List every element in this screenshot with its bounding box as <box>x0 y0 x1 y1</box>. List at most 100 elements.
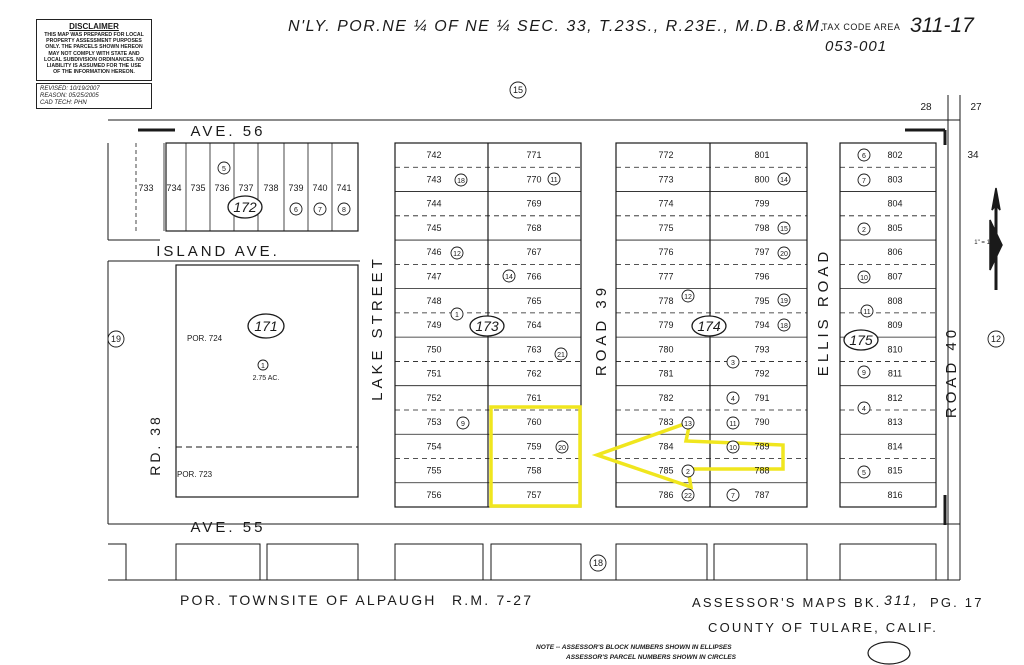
street-rd-38: RD. 38 <box>147 414 163 476</box>
parcel-number: 2 <box>862 227 866 234</box>
lot-number: 789 <box>754 441 769 451</box>
block-175-grid <box>839 142 937 508</box>
parcel-number: 19 <box>780 298 788 305</box>
lot-number: 755 <box>426 466 441 476</box>
lot-number: 775 <box>658 223 673 233</box>
block-173-ellipse <box>469 315 505 337</box>
block-number: 18 <box>593 558 603 568</box>
parcel-number-circle <box>257 359 269 371</box>
map-title: N'LY. POR.NE ¼ OF NE ¼ SEC. 33, T.23S., … <box>288 18 827 35</box>
lot-number: 772 <box>658 150 673 160</box>
lot-number: 752 <box>426 393 441 403</box>
portion-723: POR. 723 <box>177 470 213 479</box>
lot-number: 795 <box>754 296 769 306</box>
block-number-circle <box>509 81 527 99</box>
lot-number: 782 <box>658 393 673 403</box>
block-175: 175 <box>849 332 873 348</box>
disclaimer-heading: DISCLAIMER <box>69 22 119 31</box>
parcel-number-circle <box>456 416 470 430</box>
lot-number: 749 <box>426 320 441 330</box>
lot-number: 773 <box>658 174 673 184</box>
parcel-number-circle <box>726 440 740 454</box>
lot-number: 748 <box>426 296 441 306</box>
parcel-number-circle <box>857 270 871 284</box>
parcel-number-circle <box>777 318 791 332</box>
lot-number: 778 <box>658 296 673 306</box>
page-label: PG. 17 <box>930 595 984 610</box>
acreage: 2.75 AC. <box>253 375 280 382</box>
cad-tech: CAD TECH: PHN <box>40 100 87 106</box>
note-block-numbers: NOTE -- ASSESSOR'S BLOCK NUMBERS SHOWN I… <box>536 644 732 651</box>
disclaimer-line: PROPERTY ASSESSMENT PURPOSES <box>46 38 142 45</box>
north-arrow-icon <box>989 187 1003 290</box>
lot-number: 783 <box>658 417 673 427</box>
lot-number: 804 <box>887 199 902 209</box>
parcel-number-circle <box>860 304 874 318</box>
lot-number: 808 <box>887 296 902 306</box>
parcel-number: 7 <box>731 493 735 500</box>
lot-number: 747 <box>426 271 441 281</box>
lot-number: 806 <box>887 247 902 257</box>
lot-number: 786 <box>658 490 673 500</box>
parcel-number-circle <box>857 173 871 187</box>
highlight-arrow <box>591 419 785 490</box>
parcel-number: 14 <box>780 177 788 184</box>
parcel-number-circle <box>777 221 791 235</box>
parcel-number: 7 <box>318 207 322 214</box>
parcel-number-circle <box>337 202 351 216</box>
parcel-number-circle <box>726 416 740 430</box>
lot-number: 805 <box>887 223 902 233</box>
lot-number: 800 <box>754 174 769 184</box>
lot-number: 762 <box>526 369 541 379</box>
townsite-label: POR. TOWNSITE OF ALPAUGH <box>180 592 437 608</box>
lot-number: 779 <box>658 320 673 330</box>
parcel-number-circle <box>289 202 303 216</box>
parcel-number: 18 <box>457 178 465 185</box>
parcel-number: 9 <box>461 421 465 428</box>
lot-number: 771 <box>526 150 541 160</box>
block-number-circle <box>987 330 1005 348</box>
block-number: 15 <box>513 85 523 95</box>
parcel-number-circle <box>554 347 568 361</box>
parcel-number: 3 <box>731 360 735 367</box>
street-island-ave: ISLAND AVE. <box>156 243 280 260</box>
lot-number: 769 <box>526 199 541 209</box>
section-number: 28 <box>920 102 932 113</box>
southern-lots <box>108 543 937 581</box>
lot-number: 797 <box>754 247 769 257</box>
parcel-number: 1 <box>455 312 459 319</box>
lot-number: 745 <box>426 223 441 233</box>
lot-number: 734 <box>166 183 181 193</box>
lot-number: 760 <box>526 417 541 427</box>
parcel-number-circle <box>217 161 231 175</box>
parcel-number-circle <box>502 269 516 283</box>
lot-number: 815 <box>887 466 902 476</box>
block-number: 12 <box>991 334 1001 344</box>
street-lake: LAKE STREET <box>369 255 386 401</box>
parcel-number: 11 <box>863 309 870 316</box>
highlight-box <box>489 405 582 508</box>
lot-number: 798 <box>754 223 769 233</box>
parcel-number-circle <box>777 293 791 307</box>
parcel-number-circle <box>555 440 569 454</box>
lot-number: 751 <box>426 369 441 379</box>
lot-number: 781 <box>658 369 673 379</box>
disclaimer-line: LOCAL SUBDIVISION ORDINANCES. NO <box>44 56 144 63</box>
disclaimer-line: MAY NOT COMPLY WITH STATE AND <box>48 50 140 57</box>
parcel-number-circle <box>681 416 695 430</box>
block-number-circle <box>589 554 607 572</box>
lot-number: 735 <box>190 183 205 193</box>
parcel-number: 10 <box>860 275 868 282</box>
lot-number: 770 <box>526 174 541 184</box>
lot-number: 753 <box>426 417 441 427</box>
parcel-number-circle <box>450 307 464 321</box>
tax-code: 053-001 <box>825 38 888 55</box>
lot-number: 763 <box>526 344 541 354</box>
parcel-number: 6 <box>294 207 298 214</box>
disclaimer-line: LIABILITY IS ASSUMED FOR THE USE <box>46 63 142 70</box>
parcel-number: 11 <box>550 177 557 184</box>
parcel-number: 20 <box>780 251 788 258</box>
parcel-number: 1 <box>261 363 265 370</box>
lot-number: 785 <box>658 466 673 476</box>
